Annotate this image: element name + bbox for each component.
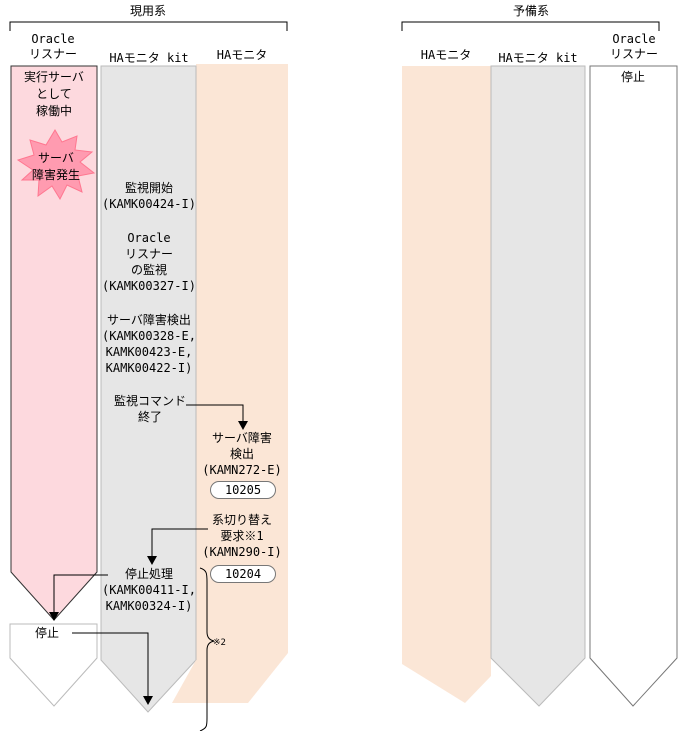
running-state-text: 実行サーバ として 稼働中: [24, 70, 84, 118]
stopped-state-text: 停止: [34, 626, 59, 640]
note-2-label: ※2: [213, 638, 226, 648]
kit-server-fault-detect: サーバ障害検出 (KAMK00328-E, KAMK00423-E, KAMK0…: [102, 313, 196, 375]
standby-listener-state: 停止: [620, 70, 645, 84]
standby-col-oracle-listener: Oracle リスナー: [609, 32, 658, 61]
arrow-monitor-end-to-ha: [186, 404, 244, 425]
arrowhead: [147, 556, 157, 565]
standby-system-label: 予備系: [512, 4, 549, 18]
arrowhead: [49, 612, 59, 621]
kit-monitor-start: 監視開始 (KAMK00424-I): [102, 181, 196, 211]
server-failure-text: サーバ 障害発生: [31, 151, 80, 182]
active-listener-stopped-lane: [9, 623, 98, 707]
standby-col-ha-monitor: HAモニタ: [420, 48, 472, 62]
arrow-switch-request-to-kit: [151, 528, 208, 560]
active-listener-running-lane: [10, 65, 98, 621]
active-ha-kit-lane: [100, 65, 197, 713]
arrowhead: [238, 421, 248, 430]
kit-listener-monitor: Oracle リスナー の監視 (KAMK00327-I): [102, 231, 196, 293]
standby-ha-kit-lane: [490, 65, 586, 707]
standby-ha-monitor-lane: [402, 66, 491, 703]
active-col-ha-monitor: HAモニタ: [216, 48, 268, 62]
active-system-bracket: [9, 21, 288, 31]
note-2-brace: [199, 567, 215, 731]
standby-col-ha-monitor-kit: HAモニタ kit: [498, 51, 578, 65]
active-ha-monitor-lane-tip: [172, 660, 248, 703]
active-col-oracle-listener: Oracle リスナー: [28, 32, 77, 61]
arrow-stop-process-to-listener: [53, 574, 108, 615]
ha-server-fault-detect: サーバ障害 検出 (KAMN272-E): [202, 431, 282, 477]
ha-code-10205: 10205: [210, 481, 276, 499]
active-col-ha-monitor-kit: HAモニタ kit: [109, 51, 189, 65]
kit-monitor-command-end: 監視コマンド 終了: [113, 394, 186, 424]
standby-system-bracket: [401, 21, 660, 31]
active-system-label: 現用系: [129, 4, 166, 18]
active-ha-monitor-lane: [196, 64, 288, 703]
kit-stop-process: 停止処理 (KAMK00411-I, KAMK00324-I): [102, 567, 196, 613]
ha-switch-request: 系切り替え 要求※1 (KAMN290-I): [202, 513, 282, 559]
standby-listener-lane: [589, 65, 678, 707]
arrow-stopped-to-kit-end: [72, 632, 149, 700]
ha-code-10204: 10204: [210, 565, 276, 583]
server-failure-starburst: [16, 129, 96, 201]
arrowhead: [143, 696, 153, 705]
